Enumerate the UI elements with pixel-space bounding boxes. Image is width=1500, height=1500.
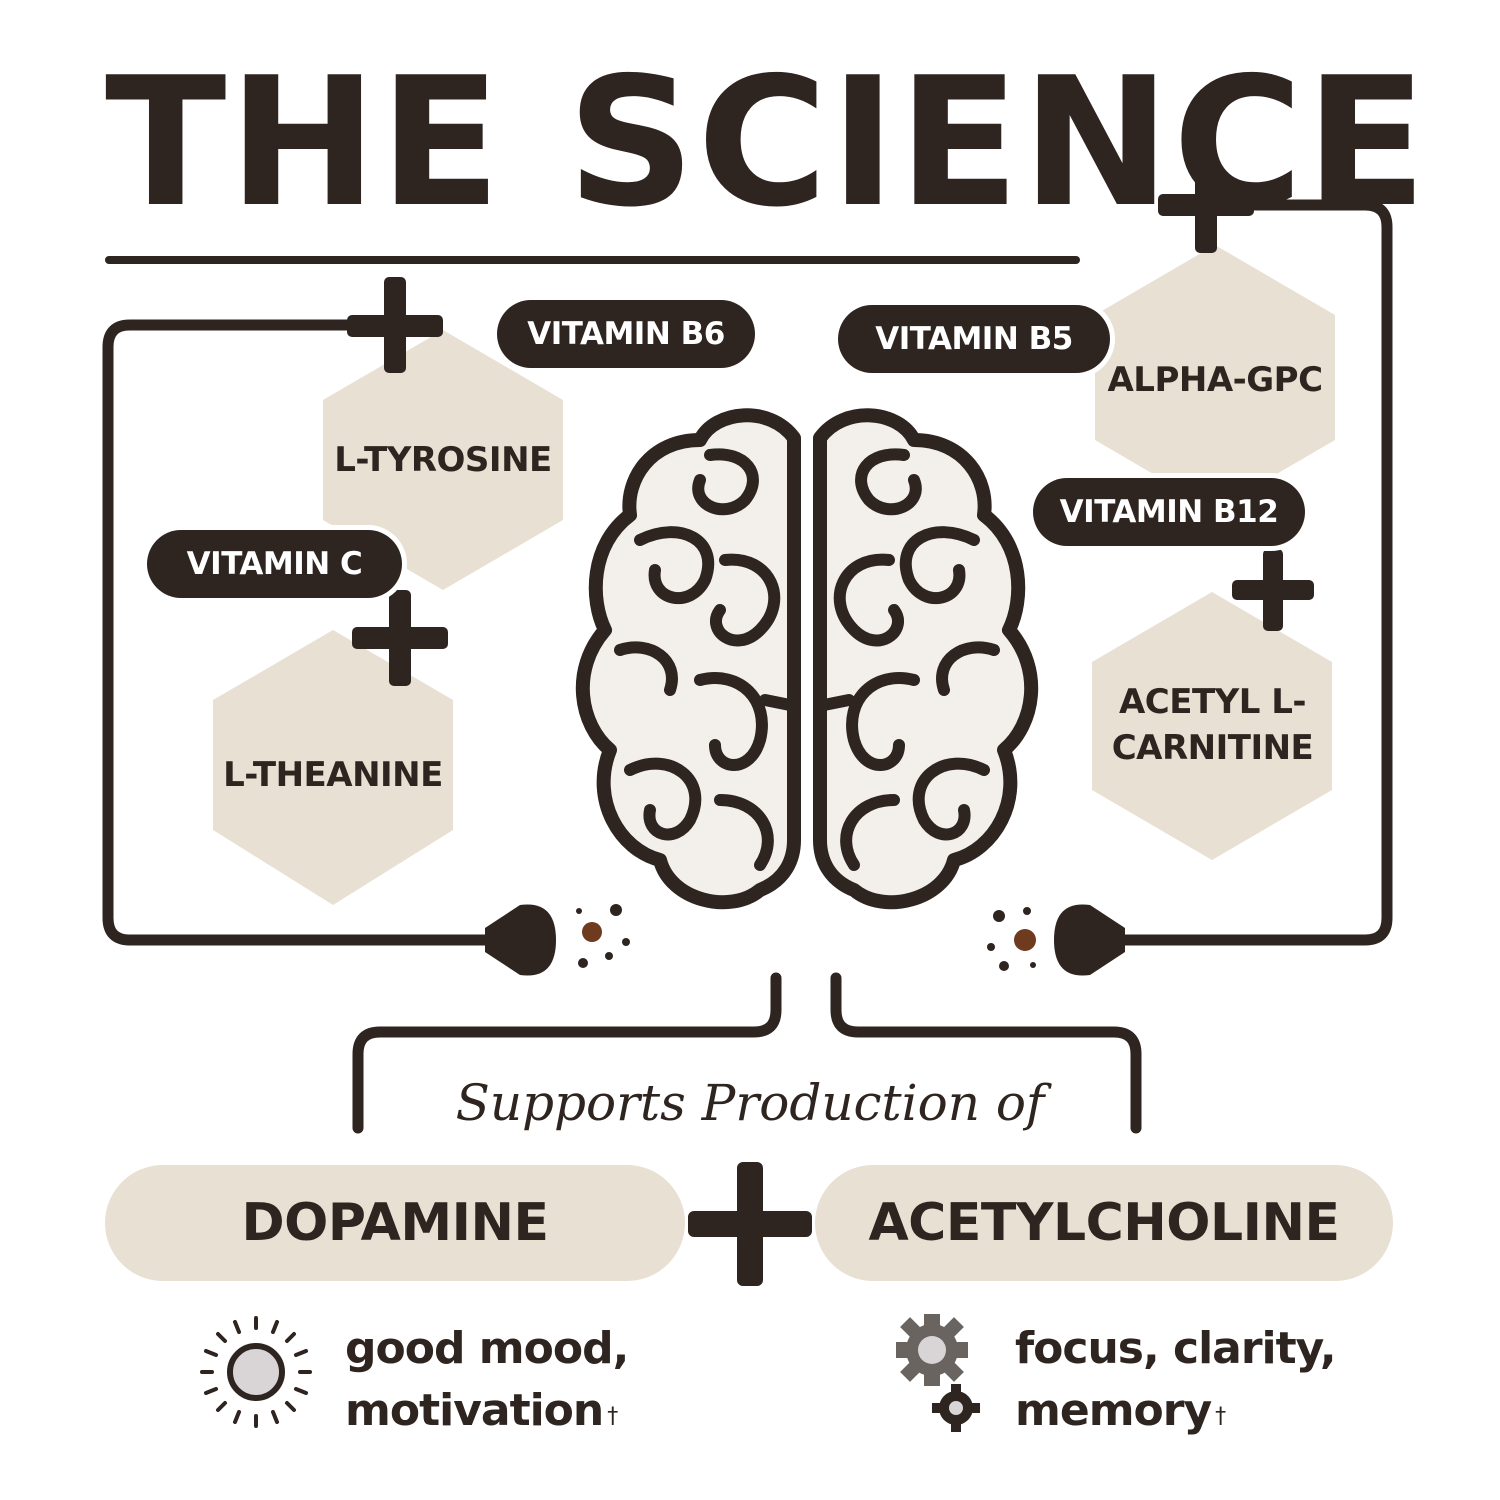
vitamin-c-pill: VITAMIN C — [147, 530, 402, 598]
plus-icon-center — [688, 1162, 812, 1286]
plus-icon-top-right — [1158, 157, 1254, 253]
dopamine-dagger-mark: † — [607, 1404, 617, 1429]
brain-right-hemisphere — [820, 415, 1031, 902]
right-plug-icon — [1054, 904, 1125, 975]
acetyl-l-carnitine-label: ACETYL L-CARNITINE — [1110, 670, 1315, 780]
left-particles-icon — [576, 904, 630, 968]
brain-left-hemisphere — [583, 415, 794, 902]
dopamine-benefits: good mood, motivation† — [345, 1318, 628, 1442]
acetylcholine-benefit-line1: focus, clarity, — [1015, 1318, 1336, 1380]
right-particles-icon — [987, 907, 1036, 971]
dopamine-benefit-line2: motivation — [345, 1385, 603, 1436]
left-plug-icon — [485, 904, 556, 975]
acetylcholine-band: ACETYLCHOLINE — [815, 1165, 1393, 1281]
vitamin-b5-pill: VITAMIN B5 — [838, 305, 1110, 373]
l-tyrosine-label: L-TYROSINE — [323, 420, 563, 500]
l-theanine-label: L-THEANINE — [213, 735, 453, 815]
alpha-gpc-label: ALPHA-GPC — [1095, 340, 1335, 420]
supports-production-text: Supports Production of — [300, 1058, 1200, 1148]
sun-icon — [202, 1318, 310, 1426]
acetylcholine-dagger-mark: † — [1215, 1404, 1225, 1429]
brain-icon — [583, 415, 1031, 902]
dopamine-benefit-line1: good mood, — [345, 1318, 628, 1380]
acetylcholine-benefit-line2: memory — [1015, 1385, 1211, 1436]
dopamine-band: DOPAMINE — [105, 1165, 685, 1281]
vitamin-b6-pill: VITAMIN B6 — [497, 300, 755, 368]
vitamin-b12-pill: VITAMIN B12 — [1033, 478, 1305, 546]
acetylcholine-benefits: focus, clarity, memory† — [1015, 1318, 1336, 1442]
gears-icon — [896, 1314, 980, 1432]
